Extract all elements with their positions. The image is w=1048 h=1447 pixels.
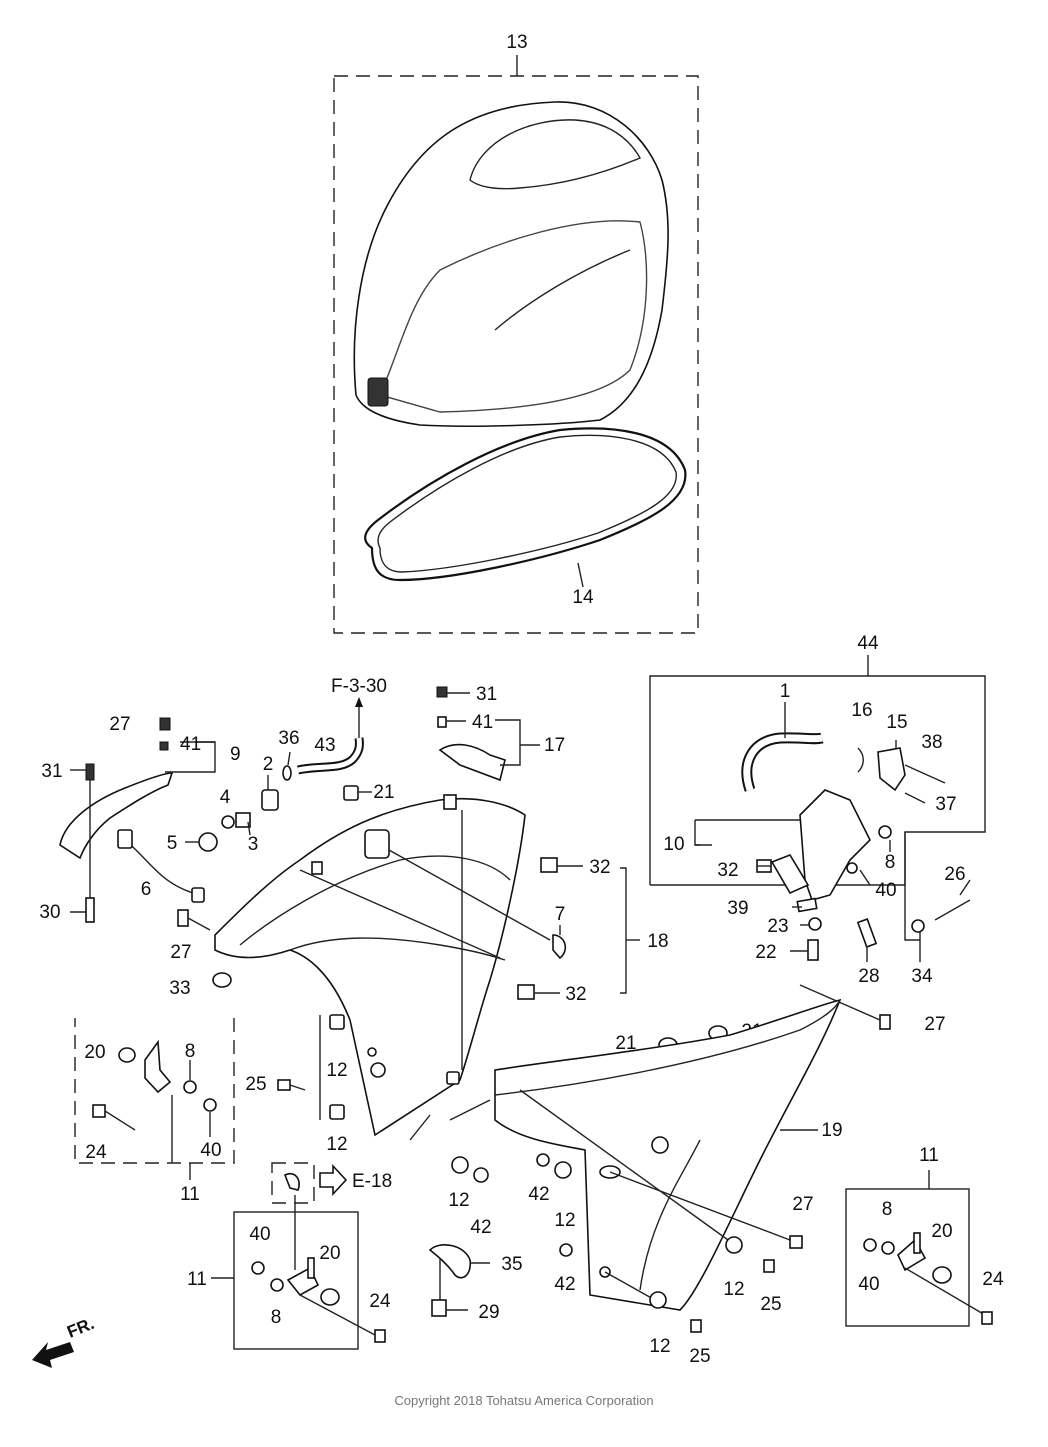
label-35: 35 bbox=[501, 1254, 522, 1275]
label-12f: 12 bbox=[649, 1336, 670, 1357]
label-38: 38 bbox=[921, 732, 942, 753]
label-19: 19 bbox=[821, 1120, 842, 1141]
label-26: 26 bbox=[944, 864, 965, 885]
label-21b: 21 bbox=[615, 1033, 636, 1054]
label-31b: 31 bbox=[41, 761, 62, 782]
label-8b: 8 bbox=[271, 1307, 282, 1328]
label-27b: 27 bbox=[170, 942, 191, 963]
bracket-17 bbox=[438, 743, 506, 782]
label-32b: 32 bbox=[565, 984, 586, 1005]
label-40d: 40 bbox=[858, 1274, 879, 1295]
switch-group-11c bbox=[845, 1170, 993, 1327]
label-6: 6 bbox=[141, 879, 152, 900]
label-5: 5 bbox=[167, 833, 178, 854]
side-cover-19 bbox=[494, 998, 842, 1311]
label-20b: 20 bbox=[319, 1243, 340, 1264]
e18-arrow bbox=[271, 1162, 348, 1270]
label-7: 7 bbox=[555, 904, 566, 925]
label-39: 39 bbox=[727, 898, 748, 919]
bracket-10 bbox=[799, 789, 871, 901]
label-33: 33 bbox=[169, 978, 190, 999]
label-11c: 11 bbox=[919, 1145, 939, 1166]
label-31a: 31 bbox=[476, 684, 497, 705]
label-27a: 27 bbox=[109, 714, 130, 735]
label-29: 29 bbox=[478, 1302, 499, 1323]
switch-group-11b bbox=[211, 1211, 386, 1350]
label-42c: 42 bbox=[554, 1274, 575, 1295]
label-12e: 12 bbox=[723, 1279, 744, 1300]
label-11a: 11 bbox=[180, 1184, 200, 1205]
label-27d: 27 bbox=[924, 1014, 945, 1035]
label-10: 10 bbox=[663, 834, 684, 855]
label-14: 14 bbox=[572, 587, 594, 608]
label-44: 44 bbox=[857, 633, 879, 654]
label-e-18: E-18 bbox=[352, 1171, 392, 1192]
parts-35-29 bbox=[428, 1244, 490, 1317]
label-25b: 25 bbox=[760, 1294, 781, 1315]
label-4: 4 bbox=[220, 787, 231, 808]
label-3: 3 bbox=[248, 834, 259, 855]
label-f-3-30: F-3-30 bbox=[331, 676, 387, 697]
label-32a: 32 bbox=[589, 857, 610, 878]
label-12c: 12 bbox=[448, 1190, 469, 1211]
latch-15 bbox=[877, 747, 906, 792]
label-40c: 40 bbox=[875, 880, 896, 901]
cowl-seal bbox=[364, 427, 687, 582]
front-arrow-icon: FR. bbox=[32, 1314, 97, 1368]
label-fr: FR. bbox=[64, 1314, 97, 1342]
switch-group-11a bbox=[74, 1018, 235, 1180]
upper-left-parts bbox=[59, 686, 540, 988]
label-41b: 41 bbox=[180, 734, 201, 755]
label-13: 13 bbox=[506, 32, 527, 53]
label-32c: 32 bbox=[717, 860, 738, 881]
copyright-notice: Copyright 2018 Tohatsu America Corporati… bbox=[394, 1393, 654, 1408]
wire-6 bbox=[124, 839, 201, 896]
label-24a: 24 bbox=[85, 1142, 107, 1163]
label-20c: 20 bbox=[931, 1221, 952, 1242]
label-41a: 41 bbox=[472, 712, 493, 733]
group-44-box bbox=[649, 655, 986, 962]
label-21a: 21 bbox=[373, 782, 394, 803]
label-11b: 11 bbox=[187, 1269, 207, 1290]
lower-cover-18 bbox=[214, 794, 640, 1141]
label-28: 28 bbox=[858, 966, 879, 987]
label-42a: 42 bbox=[528, 1184, 549, 1205]
bracket-9 bbox=[59, 772, 174, 860]
label-23: 23 bbox=[767, 916, 788, 937]
top-cowl bbox=[353, 101, 669, 427]
label-8c: 8 bbox=[885, 852, 896, 873]
label-24c: 24 bbox=[982, 1269, 1004, 1290]
label-12d: 12 bbox=[554, 1210, 575, 1231]
label-18: 18 bbox=[647, 931, 668, 952]
label-24b: 24 bbox=[369, 1291, 391, 1312]
label-25c: 25 bbox=[689, 1346, 710, 1367]
top-cowl-group bbox=[333, 55, 699, 634]
label-9: 9 bbox=[230, 744, 241, 765]
label-12b: 12 bbox=[326, 1134, 347, 1155]
label-34: 34 bbox=[911, 966, 933, 987]
label-30: 30 bbox=[39, 902, 60, 923]
label-8d: 8 bbox=[882, 1199, 893, 1220]
label-43: 43 bbox=[314, 735, 335, 756]
label-1: 1 bbox=[780, 681, 791, 702]
label-15: 15 bbox=[886, 712, 907, 733]
label-40a: 40 bbox=[200, 1140, 221, 1161]
label-12a: 12 bbox=[326, 1060, 347, 1081]
label-40b: 40 bbox=[249, 1224, 270, 1245]
label-17: 17 bbox=[544, 735, 565, 756]
label-42b: 42 bbox=[470, 1217, 491, 1238]
label-22: 22 bbox=[755, 942, 776, 963]
label-25a: 25 bbox=[245, 1074, 266, 1095]
cowl-latch bbox=[367, 377, 389, 407]
label-20a: 20 bbox=[84, 1042, 105, 1063]
label-37: 37 bbox=[935, 794, 956, 815]
label-16: 16 bbox=[851, 700, 872, 721]
label-27e: 27 bbox=[792, 1194, 813, 1215]
label-36: 36 bbox=[278, 728, 299, 749]
label-8a: 8 bbox=[185, 1041, 196, 1062]
label-2: 2 bbox=[263, 754, 274, 775]
